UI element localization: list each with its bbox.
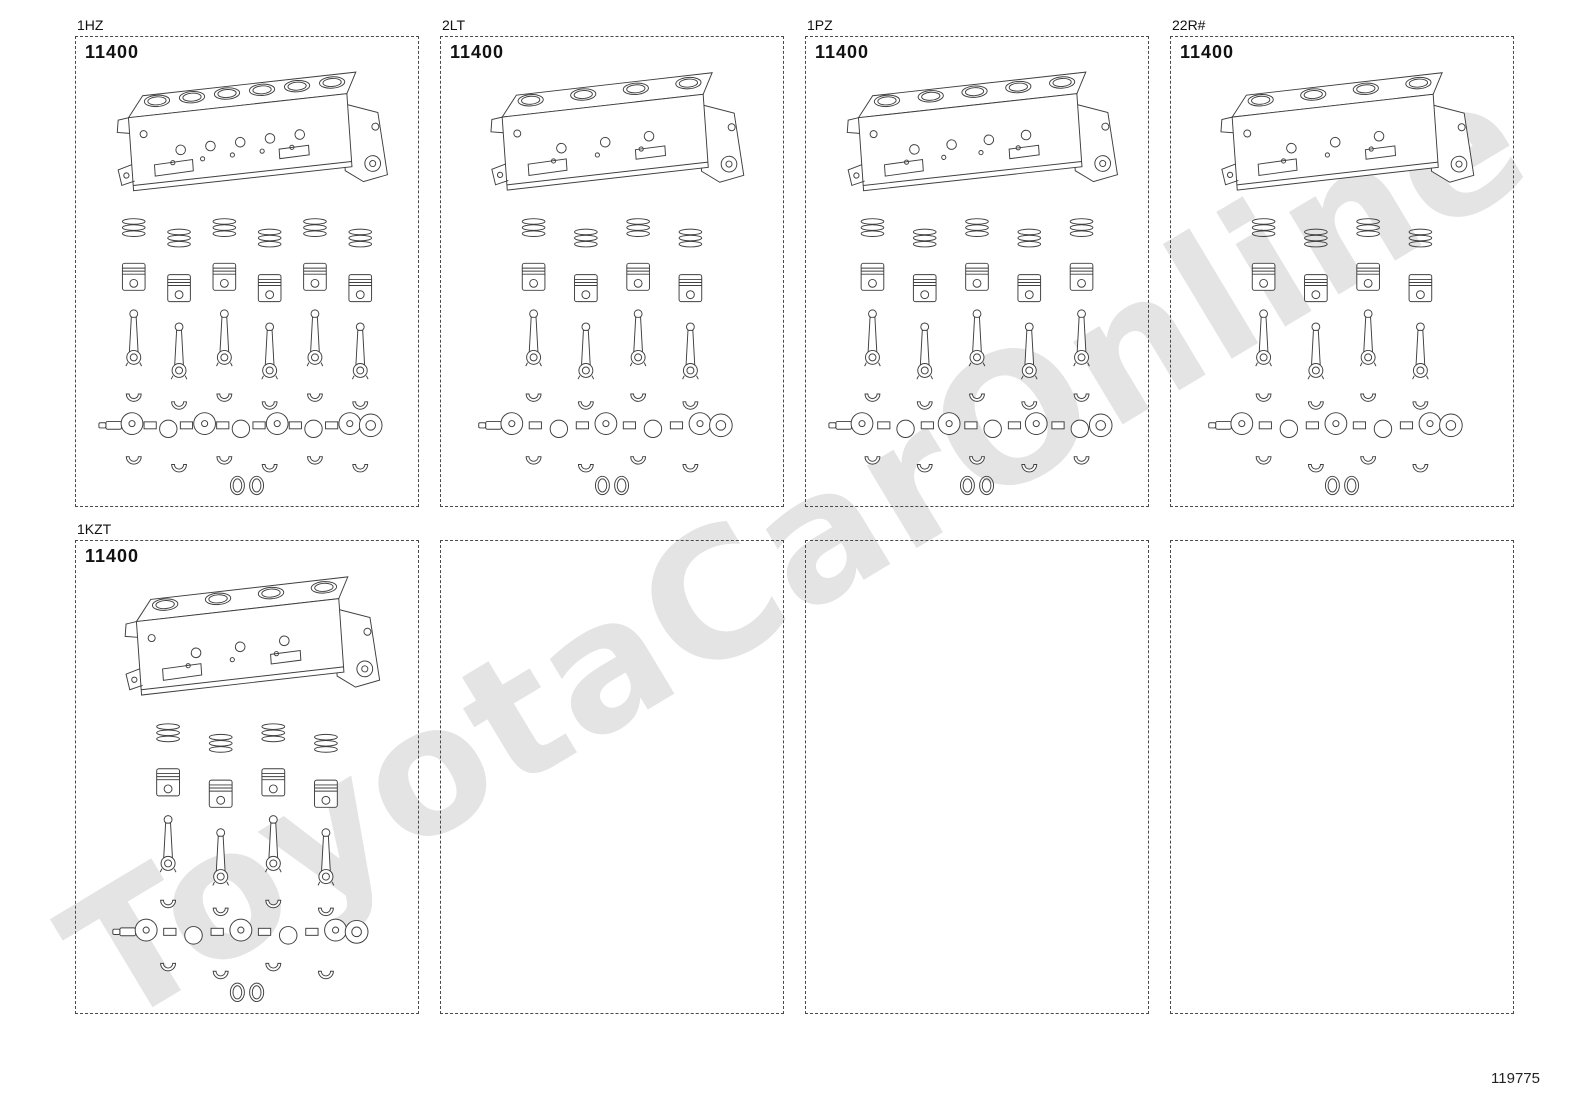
- engine-assembly-illustration: [76, 553, 418, 1009]
- panel-1pz: 1PZ 11400: [805, 15, 1149, 507]
- panel-box: [440, 540, 784, 1014]
- panel-empty-3: [1170, 519, 1514, 1014]
- engine-code-label: [440, 519, 784, 540]
- panel-2lt: 2LT 11400: [440, 15, 784, 507]
- panel-box: 11400: [805, 36, 1149, 507]
- panel-box: 11400: [75, 540, 419, 1014]
- engine-code-label: 1HZ: [77, 17, 104, 33]
- panel-box: 11400: [1170, 36, 1514, 507]
- panel-box: [805, 540, 1149, 1014]
- part-number: 11400: [85, 546, 140, 566]
- panel-1kzt: 1KZT 11400: [75, 519, 419, 1014]
- part-number: 11400: [1180, 42, 1235, 62]
- engine-code-label: 1KZT: [77, 521, 112, 537]
- part-number: 11400: [450, 42, 505, 62]
- engine-assembly-illustration: [76, 49, 418, 502]
- panel-empty-2: [805, 519, 1149, 1014]
- panel-box: 11400: [440, 36, 784, 507]
- panel-empty-1: [440, 519, 784, 1014]
- part-number: 11400: [85, 42, 140, 62]
- engine-assembly-illustration: [441, 49, 783, 502]
- engine-code-label: 22R#: [1172, 17, 1206, 33]
- page-number: 119775: [1491, 1070, 1540, 1087]
- engine-code-label: [1170, 519, 1514, 540]
- panel-box: [1170, 540, 1514, 1014]
- part-number: 11400: [815, 42, 870, 62]
- engine-code-label: [805, 519, 1149, 540]
- panel-box: 11400: [75, 36, 419, 507]
- panel-1hz: 1HZ 11400: [75, 15, 419, 507]
- engine-code-label: 1PZ: [807, 17, 833, 33]
- engine-assembly-illustration: [806, 49, 1148, 502]
- engine-assembly-illustration: [1171, 49, 1513, 502]
- panel-22r: 22R# 11400: [1170, 15, 1514, 507]
- engine-code-label: 2LT: [442, 17, 466, 33]
